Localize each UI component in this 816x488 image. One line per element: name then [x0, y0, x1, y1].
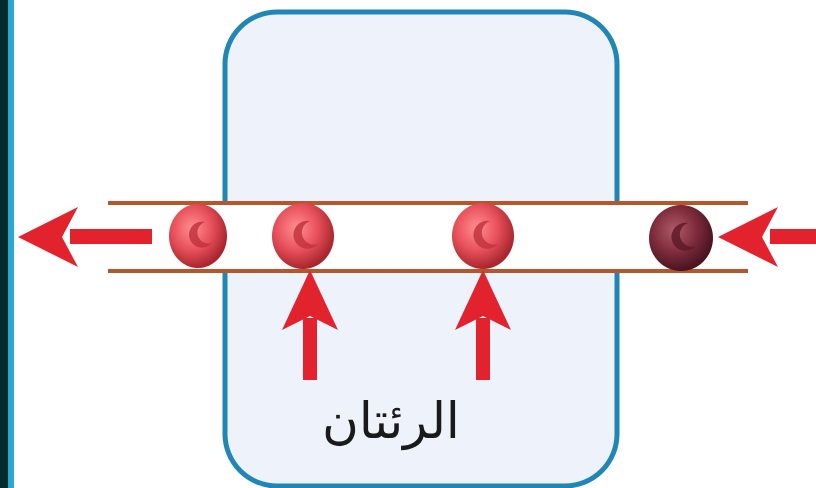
lung-label: الرئتان	[322, 392, 460, 451]
oxygenated-cell-1	[169, 204, 227, 268]
left-edge-stripe	[0, 0, 14, 488]
deoxygenated-cell	[649, 205, 713, 271]
left-edge-stripe-dark	[0, 0, 8, 488]
oxygen-arrow-2	[455, 270, 511, 380]
outflow-arrow	[18, 207, 152, 267]
inflow-arrow	[718, 207, 816, 267]
left-edge-stripe-light	[8, 0, 14, 488]
oxygen-arrow-1	[282, 270, 338, 380]
oxygenated-cell-3	[452, 203, 514, 269]
oxygenated-cell-2	[272, 203, 334, 269]
